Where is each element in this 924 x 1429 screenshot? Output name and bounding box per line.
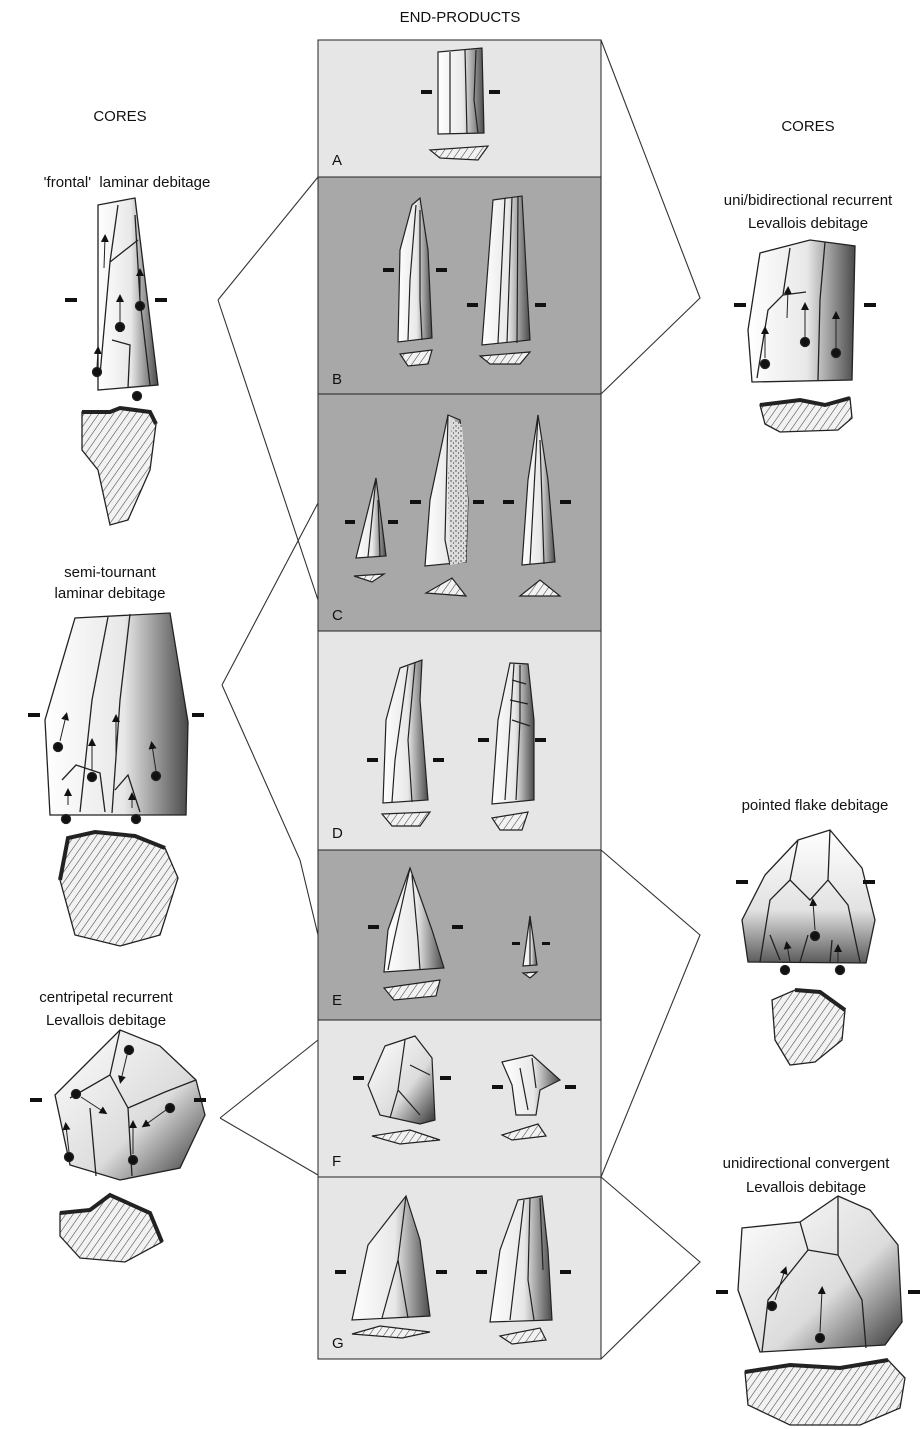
panel-letter-d: D <box>332 825 343 842</box>
panel-d <box>318 631 601 850</box>
connector-semi-tournant <box>222 503 318 935</box>
connector-convergent <box>601 1177 700 1359</box>
connector-frontal <box>218 177 318 600</box>
end-products-title: END-PRODUCTS <box>400 9 521 26</box>
panel-b <box>318 177 601 394</box>
panel-letter-c: C <box>332 607 343 624</box>
panel-letter-e: E <box>332 992 342 1009</box>
panel-column <box>318 40 601 1359</box>
right-cores-title: CORES <box>781 118 834 135</box>
panel-letter-g: G <box>332 1335 344 1352</box>
panel-e <box>318 850 601 1020</box>
panel-f <box>318 1020 601 1177</box>
panel-letter-f: F <box>332 1153 341 1170</box>
core-unibidirectional <box>734 240 876 432</box>
core-label-centripetal-1: centripetal recurrent <box>39 989 173 1006</box>
connector-unibidirectional <box>601 40 700 394</box>
core-label-semi-tournant-2: laminar debitage <box>55 585 166 602</box>
core-label-centripetal-2: Levallois debitage <box>46 1012 166 1029</box>
panel-letter-b: B <box>332 371 342 388</box>
core-pointed-flake <box>736 830 875 1065</box>
core-frontal-laminar <box>65 198 167 525</box>
core-label-unibidirectional-2: Levallois debitage <box>748 215 868 232</box>
core-centripetal <box>30 1030 206 1262</box>
connector-pointed-flake <box>601 850 700 1177</box>
panel-letter-a: A <box>332 152 342 169</box>
left-cores-title: CORES <box>93 108 146 125</box>
core-label-convergent-1: unidirectional convergent <box>723 1155 891 1172</box>
core-convergent <box>716 1196 920 1425</box>
core-semi-tournant <box>28 613 204 946</box>
core-label-pointed-flake: pointed flake debitage <box>742 797 889 814</box>
core-label-convergent-2: Levallois debitage <box>746 1179 866 1196</box>
connector-centripetal <box>220 1040 318 1175</box>
core-label-frontal: 'frontal' laminar debitage <box>44 174 211 191</box>
core-label-semi-tournant-1: semi-tournant <box>64 564 157 581</box>
core-label-unibidirectional-1: uni/bidirectional recurrent <box>724 192 893 209</box>
